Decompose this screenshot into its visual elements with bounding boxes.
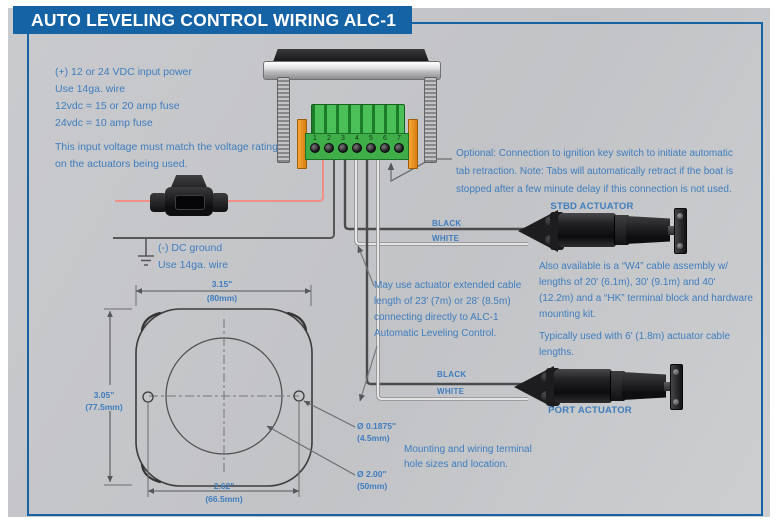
terminal-screw-icon	[380, 143, 390, 153]
power-warning-note: This input voltage must match the voltag…	[55, 141, 278, 170]
actuator-rod	[668, 226, 676, 235]
terminal-screw-icon	[394, 143, 404, 153]
terminal-screw-icon	[366, 143, 376, 153]
port-white-label: WHITE	[437, 387, 465, 396]
extended-cable-leader-1	[357, 245, 375, 287]
ground-note: (-) DC ground Use 14ga. wire	[158, 242, 229, 271]
dim-height-in: 3.05"	[93, 390, 115, 400]
port-black-label: BLACK	[437, 370, 467, 379]
port-actuator	[514, 363, 684, 411]
stbd-black-label: BLACK	[432, 219, 462, 228]
diagram-background	[8, 8, 770, 517]
ground-symbol-icon	[138, 238, 154, 266]
dim-hole-span-mm: (66.5mm)	[205, 494, 243, 504]
fuse-nipple-right	[211, 193, 228, 212]
red-power-wire	[115, 156, 324, 202]
alc1-screw-post-left	[277, 77, 290, 163]
terminal-screw-icon	[338, 143, 348, 153]
typical-length-note: Typically used with 6' (1.8m) actuator c…	[539, 331, 730, 358]
actuator-cylinder	[626, 216, 670, 244]
bracket-screw-icon	[673, 369, 679, 375]
extended-cable-note: May use actuator extended cable length o…	[374, 280, 522, 339]
actuator-bracket	[674, 208, 687, 254]
terminal-5: 5	[365, 135, 377, 159]
alc1-cover-band	[263, 61, 441, 80]
w4-cable-note: Also available is a “W4” cable assembly …	[539, 261, 753, 320]
bracket-screw-icon	[677, 243, 683, 249]
actuator-rod	[664, 382, 672, 391]
power-note: (+) 12 or 24 VDC input power Use 14ga. w…	[55, 66, 192, 129]
terminal-2: 2	[323, 135, 335, 159]
large-hole-leader	[266, 425, 356, 476]
actuator-cylinder	[622, 372, 666, 400]
callout-small-hole-dia: Ø 0.1875"	[357, 421, 397, 431]
fuse-nipple-left	[150, 193, 167, 212]
centerline-cross	[149, 319, 299, 474]
port-white-wire	[377, 156, 528, 400]
page-title: AUTO LEVELING CONTROL WIRING ALC-1	[13, 6, 412, 34]
mount-hole-left	[142, 391, 154, 403]
fuse-window	[175, 195, 205, 210]
terminal-6: 6	[379, 135, 391, 159]
extended-cable-leader-2	[358, 345, 378, 402]
port-actuator-label: PORT ACTUATOR	[548, 405, 632, 416]
stbd-actuator-label: STBD ACTUATOR	[550, 201, 634, 212]
bracket-screw-icon	[673, 399, 679, 405]
mounting-note: Mounting and wiring terminal hole sizes …	[404, 444, 532, 470]
dim-hole-span-in: 2.62"	[213, 481, 235, 491]
alc1-screw-post-right	[424, 77, 437, 163]
alc1-rail-right	[408, 119, 418, 169]
terminal-1: 1	[309, 135, 321, 159]
terminal-screw-icon	[310, 143, 320, 153]
terminal-7: 7	[393, 135, 405, 159]
alc1-cover-top	[273, 49, 429, 62]
terminal-screw-icon	[324, 143, 334, 153]
actuator-body	[558, 213, 616, 247]
mounting-template-drawing	[104, 285, 356, 497]
actuator-bracket	[670, 364, 683, 410]
dim-height-mm: (77.5mm)	[85, 402, 123, 412]
actuator-body	[554, 369, 612, 403]
terminal-4: 4	[351, 135, 363, 159]
stbd-black-wire	[343, 156, 530, 231]
optional-ignition-note: Optional: Connection to ignition key swi…	[456, 148, 734, 195]
alc1-wire-slots	[311, 104, 405, 136]
small-hole-leader	[303, 400, 356, 428]
terminal-3: 3	[337, 135, 349, 159]
ground-wire	[113, 156, 335, 239]
callout-large-hole-mm: (50mm)	[357, 481, 388, 491]
mount-hole-right	[293, 390, 305, 402]
stbd-actuator	[518, 207, 688, 255]
dim-width-in: 3.15"	[211, 279, 233, 289]
optional-note-leader	[387, 158, 452, 183]
stbd-white-wire	[355, 156, 528, 245]
alc1-terminal-block: 1 2 3 4 5 6 7	[305, 133, 409, 160]
bracket-screw-icon	[677, 213, 683, 219]
dim-width-mm: (80mm)	[206, 293, 238, 303]
stbd-white-label: WHITE	[432, 234, 460, 243]
callout-small-hole-mm: (4.5mm)	[357, 433, 390, 443]
callout-large-hole-dia: Ø 2.00"	[357, 469, 387, 479]
terminal-screw-icon	[352, 143, 362, 153]
extension-lines	[104, 285, 312, 497]
fuse-holder	[150, 174, 228, 218]
